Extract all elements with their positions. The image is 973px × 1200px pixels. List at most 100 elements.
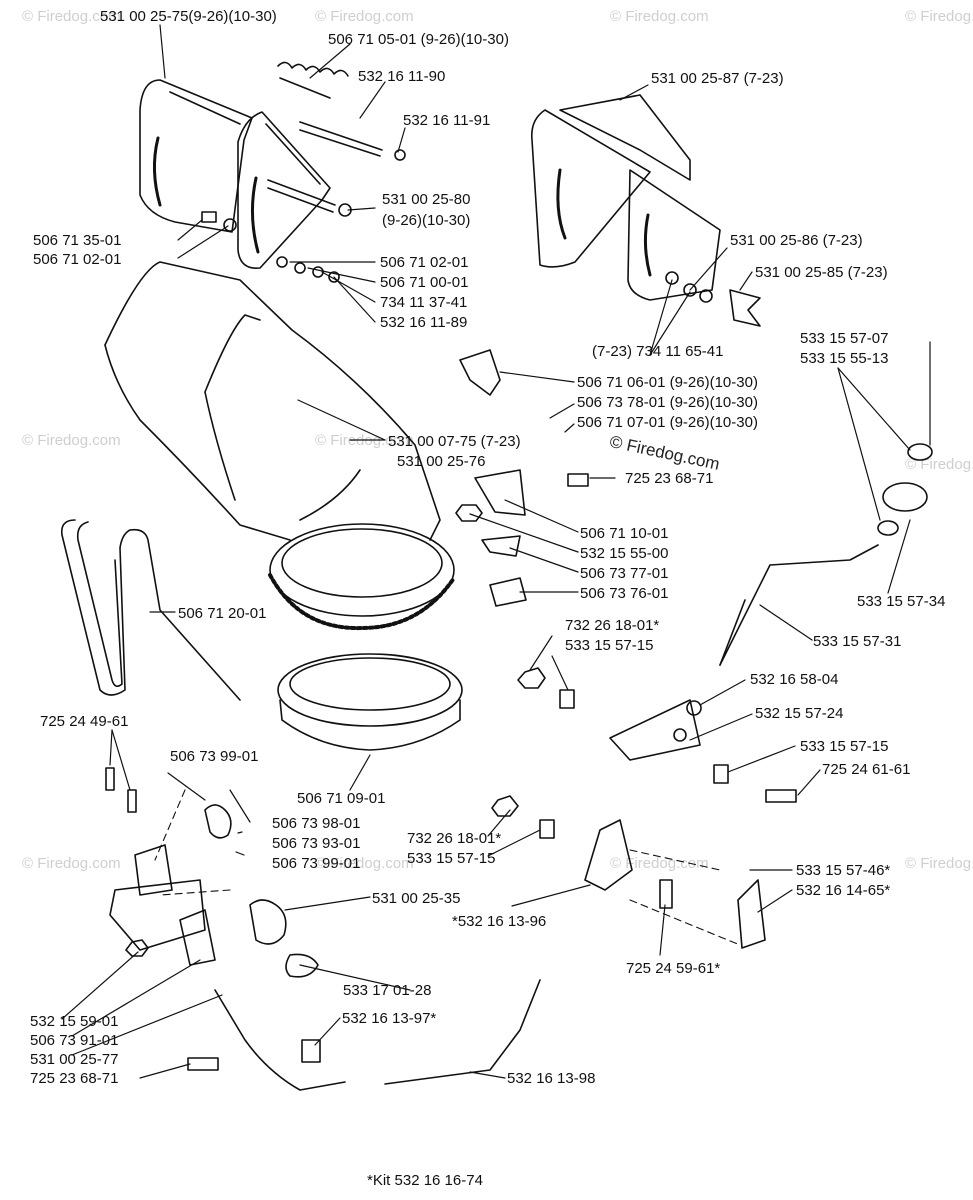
washer — [224, 219, 236, 231]
deflector-assembly-7-23 — [532, 95, 720, 300]
shim — [482, 536, 520, 556]
part-label: 725 24 49-61 — [40, 713, 129, 730]
watermark: © Firedog.com — [22, 8, 121, 25]
nut — [456, 505, 482, 521]
watermark: © Firedog.com — [905, 855, 973, 872]
bolt — [188, 1058, 218, 1070]
part-label: *532 16 13-96 — [452, 913, 547, 930]
clamp-plate — [460, 350, 500, 395]
part-label: 725 23 68-71 — [625, 470, 714, 487]
assembly-dash-lines — [155, 790, 740, 945]
deflector-plate-left — [140, 80, 252, 232]
part-label: 532 16 13-98 — [507, 1070, 596, 1087]
chute-bearing — [290, 658, 450, 710]
part-label: 506 73 91-01 — [30, 1032, 119, 1049]
deflector-plate-right — [238, 112, 330, 268]
washer — [684, 284, 696, 296]
pivot-bracket — [585, 700, 700, 890]
bolt — [202, 212, 216, 222]
part-label: 531 00 25-77 — [30, 1051, 119, 1068]
part-label: 506 71 06-01 (9-26)(10-30) — [577, 374, 758, 391]
watermark: © Firedog.com — [610, 8, 709, 25]
nut — [126, 940, 148, 956]
nut — [395, 150, 405, 160]
washer — [329, 272, 339, 282]
part-label: 532 16 11-91 — [403, 112, 491, 129]
loop-bracket — [62, 520, 240, 700]
part-label: 506 71 02-01 — [33, 251, 122, 268]
part-label: 732 26 18-01* — [565, 617, 660, 634]
crank-rod-assembly — [720, 444, 932, 665]
part-label: 533 15 57-34 — [857, 593, 946, 610]
part-label: 533 15 57-07 — [800, 330, 889, 347]
rubber-coupler — [250, 900, 286, 944]
wing-knob — [730, 290, 760, 326]
part-label: 533 15 57-31 — [813, 633, 902, 650]
part-label: 531 00 07-75 (7-23) — [388, 433, 521, 450]
part-label: 506 73 93-01 — [272, 835, 361, 852]
discharge-chute — [105, 262, 440, 540]
part-label: 531 00 25-76 — [397, 453, 486, 470]
part-label: (9-26)(10-30) — [382, 212, 471, 229]
spring-coupler — [205, 805, 231, 838]
guide — [302, 1040, 320, 1062]
part-label: 532 15 57-24 — [755, 705, 844, 722]
part-label: 533 17 01-28 — [343, 982, 432, 999]
bolt — [568, 474, 588, 486]
part-label: 533 15 57-15 — [407, 850, 496, 867]
part-label: 531 00 25-86 (7-23) — [730, 232, 863, 249]
part-label: 531 00 25-35 — [372, 890, 461, 907]
washer — [714, 765, 728, 783]
washer — [687, 701, 701, 715]
bolt — [660, 880, 672, 908]
part-label: 532 16 13-97* — [342, 1010, 437, 1027]
pin-rod — [300, 122, 382, 156]
leader-lines — [62, 25, 930, 1078]
clip — [490, 578, 526, 606]
part-label: 506 73 78-01 (9-26)(10-30) — [577, 394, 758, 411]
part-label: 506 71 20-01 — [178, 605, 267, 622]
watermark: © Firedog.com — [315, 855, 414, 872]
part-label: 532 16 58-04 — [750, 671, 839, 688]
watermark: © Firedog.com — [905, 8, 973, 25]
washer — [295, 263, 305, 273]
kit-note: *Kit 532 16 16-74 — [367, 1172, 483, 1189]
pin — [738, 880, 765, 948]
part-label: 506 71 09-01 — [297, 790, 386, 807]
washer — [277, 257, 287, 267]
part-label: 531 00 25-85 (7-23) — [755, 264, 888, 281]
crank-lower — [215, 990, 345, 1090]
part-label: 506 73 99-01 — [170, 748, 259, 765]
mounting-bracket — [110, 845, 215, 965]
spring — [278, 62, 348, 98]
watermark: © Firedog.com — [315, 8, 414, 25]
part-label: 506 71 05-01 (9-26)(10-30) — [328, 31, 509, 48]
part-label: 506 71 35-01 — [33, 232, 122, 249]
watermark: © Firedog.com — [22, 855, 121, 872]
part-label: 531 00 25-87 (7-23) — [651, 70, 784, 87]
washer — [700, 290, 712, 302]
part-label: 533 15 57-15 — [565, 637, 654, 654]
part-label: 506 71 02-01 — [380, 254, 469, 271]
part-label: 506 71 07-01 (9-26)(10-30) — [577, 414, 758, 431]
screw — [106, 768, 114, 790]
bolt — [766, 790, 796, 802]
watermark: © Firedog.com — [610, 855, 709, 872]
washer — [560, 690, 574, 708]
part-label: 531 00 25-80 — [382, 191, 471, 208]
part-label: 725 24 61-61 — [822, 761, 911, 778]
part-label: 506 73 98-01 — [272, 815, 361, 832]
part-label: 532 16 14-65* — [796, 882, 891, 899]
part-label: 506 73 77-01 — [580, 565, 669, 582]
part-label: 725 24 59-61* — [626, 960, 721, 977]
washer — [666, 272, 678, 284]
watermark: © Firedog.com — [22, 432, 121, 449]
part-label: 506 73 76-01 — [580, 585, 669, 602]
part-label: 532 16 11-89 — [380, 314, 468, 331]
part-label: 734 11 37-41 — [380, 294, 468, 311]
part-label: 532 15 59-01 — [30, 1013, 119, 1030]
handle-bolt — [268, 180, 335, 212]
hose-clamp — [286, 954, 318, 976]
part-label: 732 26 18-01* — [407, 830, 502, 847]
